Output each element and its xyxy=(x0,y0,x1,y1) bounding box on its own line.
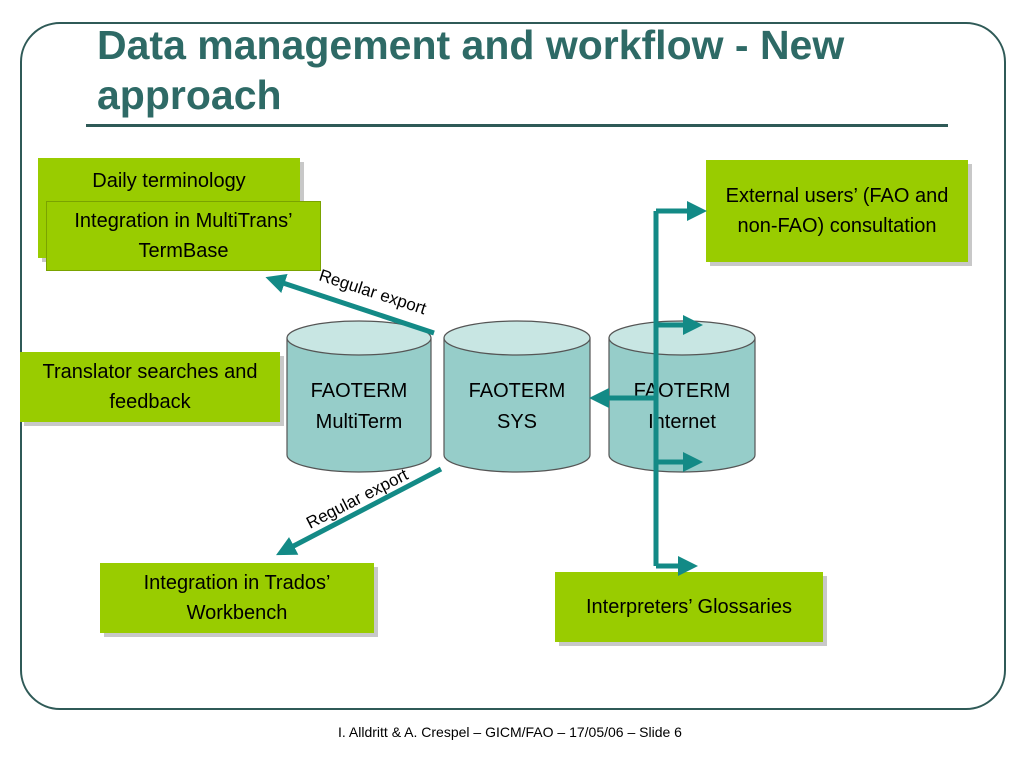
slide-title: Data management and workflow - New appro… xyxy=(97,22,845,118)
faoterm-multiterm-cylinder: FAOTERM MultiTerm xyxy=(286,320,432,473)
multiterm-line2: MultiTerm xyxy=(316,411,403,433)
external-users-box: External users’ (FAO and non-FAO) consul… xyxy=(706,160,968,262)
interpreters-box: Interpreters’ Glossaries xyxy=(555,572,823,642)
slide-footer: I. Alldritt & A. Crespel – GICM/FAO – 17… xyxy=(338,724,682,740)
title-underline xyxy=(86,124,948,127)
translator-searches-label: Translator searches and feedback xyxy=(42,361,258,413)
integration-trados-label: Integration in Trados’ Workbench xyxy=(143,572,331,624)
faoterm-sys-cylinder: FAOTERM SYS xyxy=(443,320,591,473)
integration-multitrans-box: Integration in MultiTrans’ TermBase xyxy=(46,201,321,271)
multiterm-line1: FAOTERM xyxy=(311,380,408,402)
integration-trados-box: Integration in Trados’ Workbench xyxy=(100,563,374,633)
export-arrow-trados xyxy=(276,466,443,556)
integration-multitrans-label: Integration in MultiTrans’ TermBase xyxy=(74,210,293,262)
daily-terminology-label: Daily terminology xyxy=(92,170,246,192)
export-label-bottom: Regular export xyxy=(303,465,411,533)
external-users-label: External users’ (FAO and non-FAO) consul… xyxy=(725,185,949,237)
sys-line2: SYS xyxy=(497,411,537,433)
export-arrow-multitrans xyxy=(265,273,435,336)
internet-line2: Internet xyxy=(648,411,716,433)
translator-searches-box: Translator searches and feedback xyxy=(20,352,280,422)
sys-line1: FAOTERM xyxy=(469,380,566,402)
interpreters-label: Interpreters’ Glossaries xyxy=(586,596,792,618)
